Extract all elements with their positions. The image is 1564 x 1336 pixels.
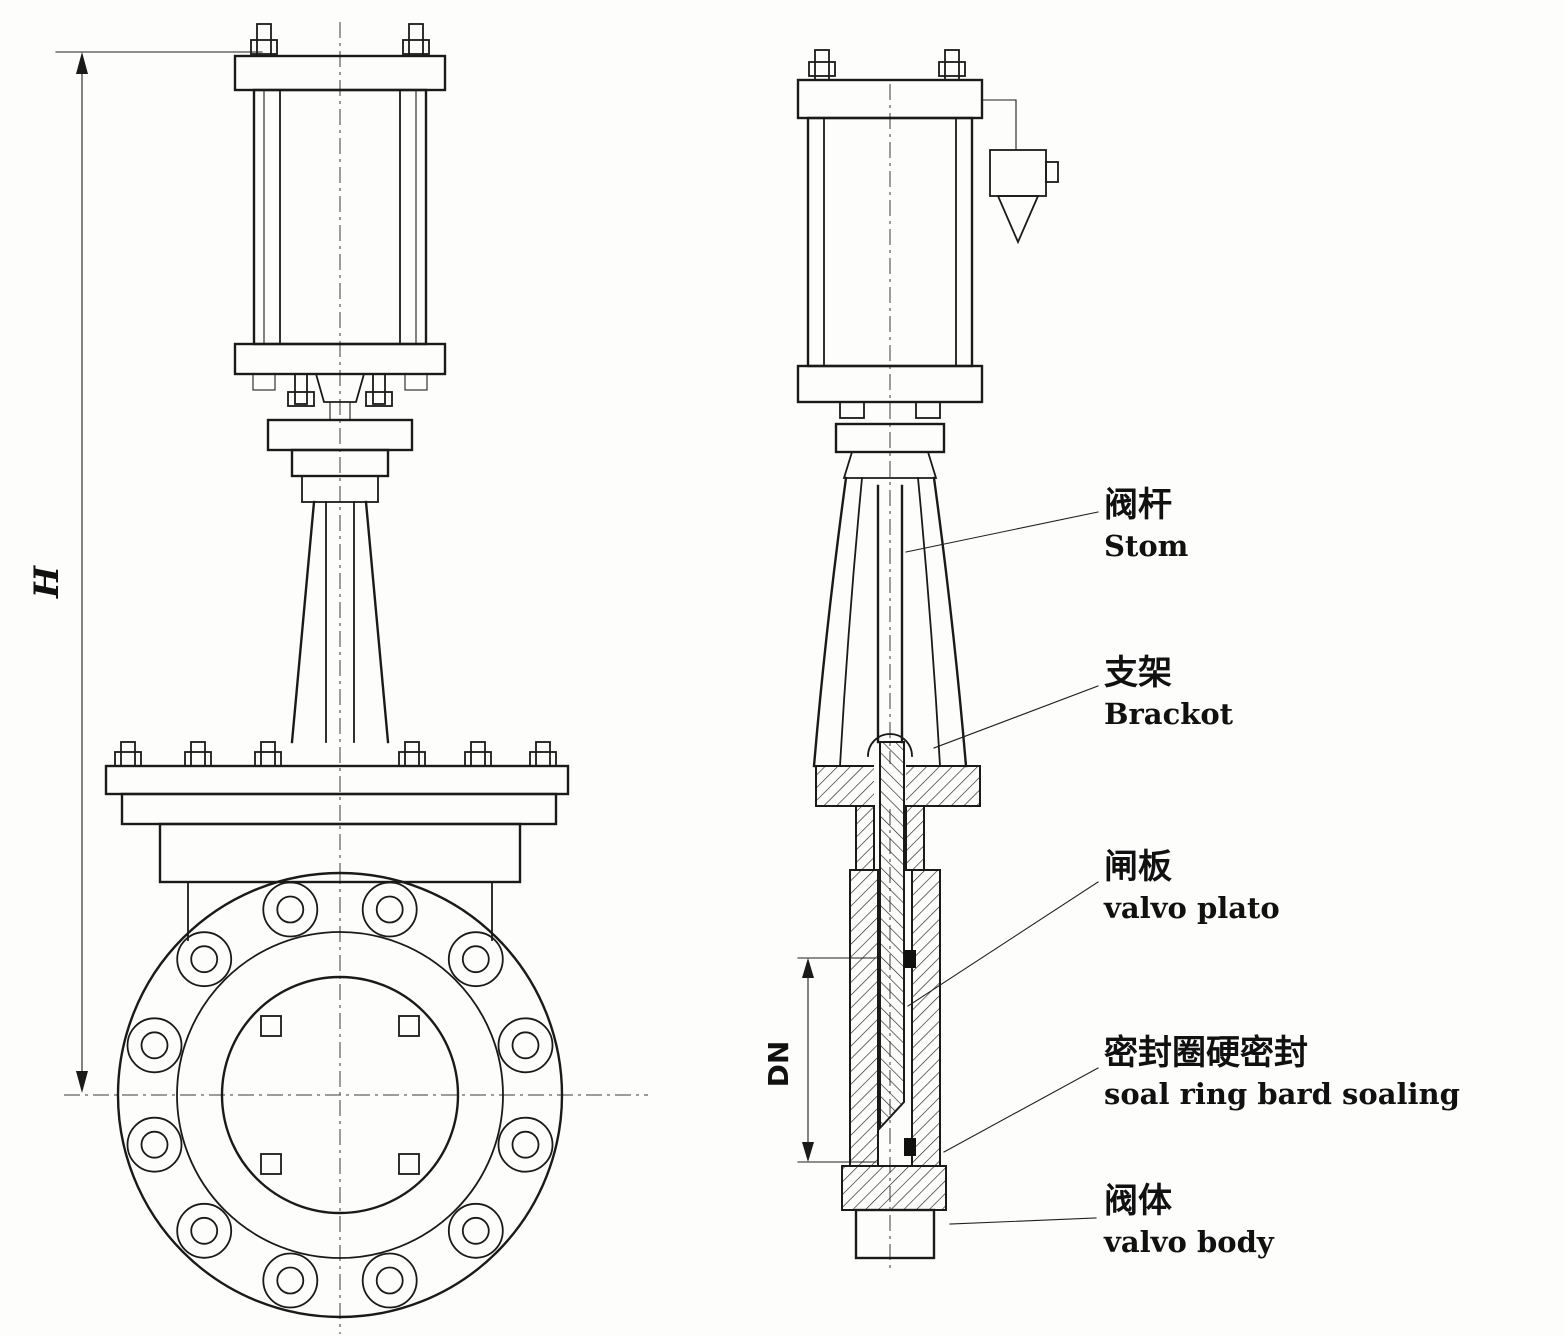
callouts: 阀杆 Stom 支架 Brackot 闸板 valvo plato 密封圈硬密封… xyxy=(905,485,1460,1259)
callout-bracket-en: Brackot xyxy=(1104,697,1234,731)
h-dimension: H xyxy=(27,51,263,1093)
callout-seal-ring-en: soal ring bard soaling xyxy=(1104,1077,1460,1111)
seat-seal-upper xyxy=(904,950,916,968)
air-fitting xyxy=(981,99,1059,245)
dn-dimension-label: DN xyxy=(762,1041,795,1088)
dn-dimension: DN xyxy=(762,957,877,1163)
gland-side xyxy=(834,401,946,479)
callout-valve-plate: 闸板 valvo plato xyxy=(907,847,1280,1007)
gate-plate-section xyxy=(879,741,905,1131)
h-dimension-label: H xyxy=(27,564,67,599)
callout-stem-zh: 阀杆 xyxy=(1104,485,1172,525)
body-bottom-section xyxy=(841,1165,947,1260)
callout-valve-plate-en: valvo plato xyxy=(1103,891,1280,925)
flange-bolt-holes xyxy=(140,895,540,1295)
callout-valve-plate-zh: 闸板 xyxy=(1104,847,1172,887)
yoke-front xyxy=(266,418,414,744)
callout-seal-ring: 密封圈硬密封 soal ring bard soaling xyxy=(943,1033,1460,1153)
pneumatic-cylinder-side xyxy=(796,78,984,404)
flange-bolt-bosses xyxy=(126,881,554,1309)
pneumatic-cylinder-front xyxy=(233,54,447,391)
callout-valve-body: 阀体 valvo body xyxy=(949,1181,1275,1259)
bore-guide-pads xyxy=(260,1015,420,1175)
callout-stem-en: Stom xyxy=(1104,529,1189,563)
front-view: H xyxy=(27,22,648,1334)
callout-bracket-zh: 支架 xyxy=(1104,653,1172,693)
side-cylinder-top-bolts xyxy=(808,49,966,81)
valve-body-front xyxy=(116,871,564,1319)
callout-seal-ring-zh: 密封圈硬密封 xyxy=(1104,1033,1308,1073)
gland-front xyxy=(287,373,393,421)
stem-side xyxy=(867,484,913,757)
callout-valve-body-en: valvo body xyxy=(1103,1225,1275,1259)
callout-valve-body-zh: 阀体 xyxy=(1104,1181,1172,1221)
bonnet-flange-front xyxy=(104,741,570,941)
flange-inner-circle xyxy=(176,931,504,1259)
seat-seal-lower xyxy=(904,1138,916,1156)
yoke-side xyxy=(812,476,968,768)
callout-bracket: 支架 Brackot xyxy=(933,653,1234,749)
flange-outer-circle xyxy=(116,871,564,1319)
side-section-view: DN xyxy=(762,49,1059,1268)
callout-stem: 阀杆 Stom xyxy=(905,485,1189,563)
flange-studs xyxy=(114,741,557,767)
bore-circle xyxy=(220,975,460,1215)
